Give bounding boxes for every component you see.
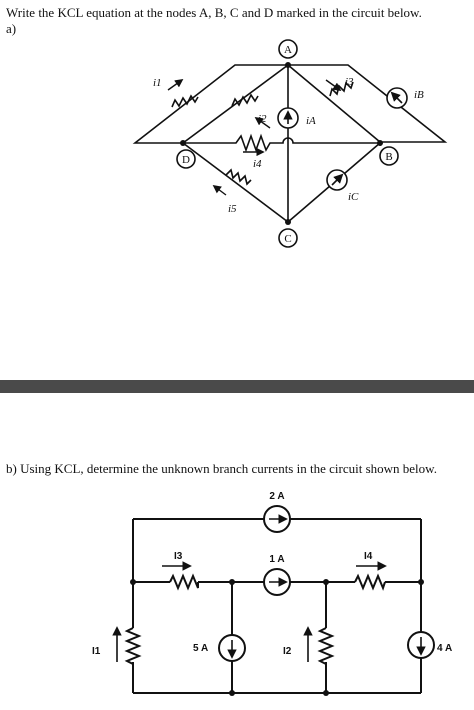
arrow-i2 bbox=[254, 117, 271, 129]
resistor-i1 bbox=[171, 94, 199, 108]
source-1A bbox=[263, 568, 291, 596]
node-label-D: D bbox=[182, 154, 190, 166]
junction-5A-bottom bbox=[229, 690, 235, 696]
wire-A-to-B bbox=[287, 64, 381, 143]
label-source-2A: 2 A bbox=[269, 491, 284, 502]
label-i2: i2 bbox=[258, 113, 267, 125]
node-label-A: A bbox=[284, 44, 292, 56]
resistor-I2 bbox=[317, 627, 335, 665]
node-label-circle-A bbox=[278, 39, 298, 59]
label-I1: I1 bbox=[92, 646, 101, 657]
circuit-a: A D B C i1 i2 i3 i4 i5 iA iB iC bbox=[132, 39, 448, 248]
source-iA bbox=[277, 107, 299, 129]
label-iA: iA bbox=[306, 115, 316, 127]
part-b-question: b) Using KCL, determine the unknown bran… bbox=[6, 461, 437, 476]
source-5A bbox=[218, 634, 246, 662]
label-I2: I2 bbox=[283, 646, 292, 657]
resistor-i5 bbox=[225, 168, 252, 186]
resistor-I3 bbox=[169, 573, 199, 591]
arrow-i1 bbox=[167, 79, 184, 91]
node-label-B: B bbox=[385, 151, 392, 163]
label-i3: i3 bbox=[345, 76, 354, 88]
label-source-4A: 4 A bbox=[437, 643, 452, 654]
label-iC: iC bbox=[348, 191, 359, 203]
label-iB: iB bbox=[414, 89, 424, 101]
node-dot-B bbox=[377, 140, 383, 146]
node-dot-C bbox=[285, 219, 291, 225]
circuit-b: 2 A 1 A I3 I4 I1 I2 5 A 4 A bbox=[92, 491, 452, 696]
wire-D-B bbox=[183, 133, 380, 153]
node-dot-D bbox=[180, 140, 186, 146]
node-label-circle-D bbox=[176, 149, 196, 169]
label-I4: I4 bbox=[364, 551, 373, 562]
node-label-circle-C bbox=[278, 228, 298, 248]
node-dot-A bbox=[285, 62, 291, 68]
label-i1: i1 bbox=[153, 77, 162, 89]
wire-A-to-D bbox=[182, 64, 289, 144]
wire-D-C bbox=[182, 142, 289, 223]
part-a-question: Write the KCL equation at the nodes A, B… bbox=[6, 5, 422, 20]
section-divider bbox=[0, 380, 474, 393]
node-label-C: C bbox=[284, 233, 291, 245]
part-a-label: a) bbox=[6, 21, 17, 36]
junction-5A-top bbox=[229, 579, 235, 585]
label-i4: i4 bbox=[253, 158, 262, 170]
source-2A bbox=[263, 505, 291, 533]
arrow-i5 bbox=[212, 184, 227, 196]
label-i5: i5 bbox=[228, 203, 237, 215]
label-I3: I3 bbox=[174, 551, 183, 562]
junction-I2-bottom bbox=[323, 690, 329, 696]
label-source-1A: 1 A bbox=[269, 554, 284, 565]
node-label-circle-B bbox=[379, 146, 399, 166]
junction-I2-top bbox=[323, 579, 329, 585]
source-4A bbox=[407, 631, 435, 659]
junction-right bbox=[418, 579, 424, 585]
resistor-i2 bbox=[231, 93, 259, 107]
wire-outer-left bbox=[132, 64, 288, 144]
resistor-I4 bbox=[354, 573, 386, 591]
arrow-i3 bbox=[325, 79, 342, 91]
resistor-I1 bbox=[124, 627, 142, 665]
junction-left bbox=[130, 579, 136, 585]
label-source-5A: 5 A bbox=[193, 643, 208, 654]
